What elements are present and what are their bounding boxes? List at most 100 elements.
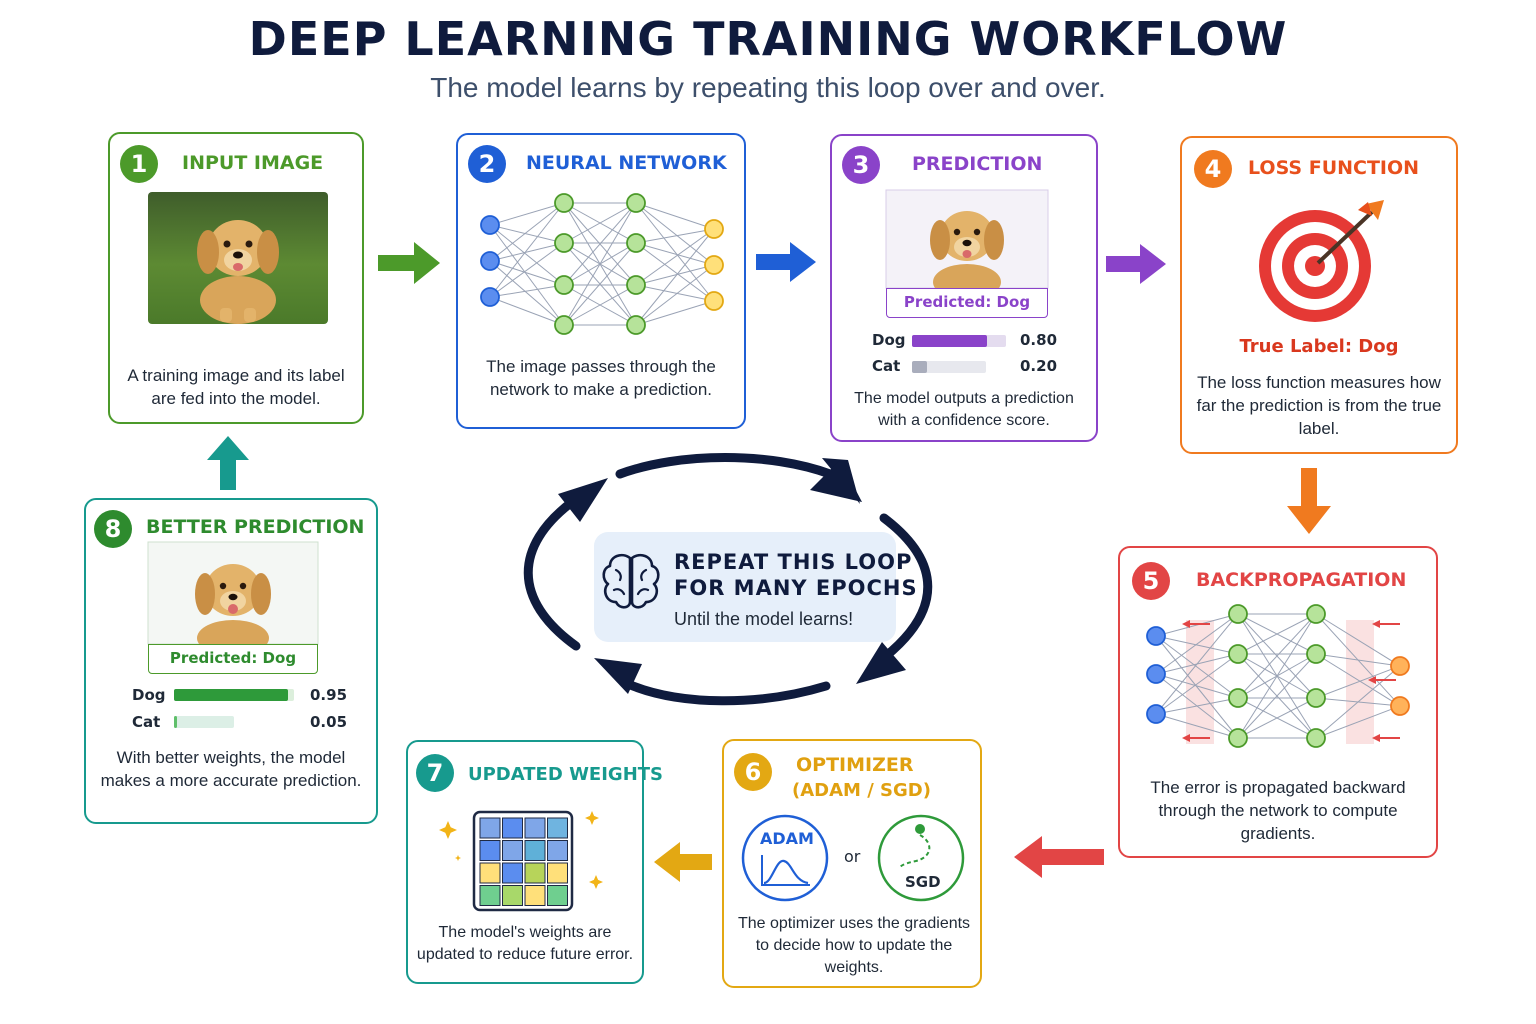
step-neural-network-card: 2 NEURAL NETWORK The image passes throug… (456, 133, 746, 429)
repeat-loop-arrows-icon (523, 453, 933, 706)
confidence-bar (174, 716, 234, 728)
arrow-right-icon (378, 242, 440, 284)
network-node (626, 315, 646, 335)
backward-arrow-head (1182, 620, 1190, 628)
step-backpropagation-card: 5 BACKPROPAGATION The error is propagate… (1118, 546, 1438, 858)
confidence-bar (912, 361, 986, 373)
step-title: LOSS FUNCTION (1248, 157, 1420, 179)
step-description: The model outputs a prediction with a co… (854, 390, 1074, 429)
dog-photo-image (885, 189, 1049, 300)
step-number-badge: 6 (734, 753, 772, 791)
step-title: PREDICTION (912, 153, 1043, 175)
loop-title-line1: REPEAT THIS LOOP (674, 550, 913, 574)
network-connection (1155, 653, 1239, 715)
network-connection (563, 242, 637, 326)
network-node (1390, 656, 1410, 676)
network-node (1228, 728, 1248, 748)
arrow-right-icon (756, 242, 816, 282)
weight-matrix-icon (439, 810, 603, 912)
network-connection (1155, 697, 1239, 715)
network-connection (489, 202, 565, 226)
network-node (1228, 688, 1248, 708)
network-connection (563, 284, 637, 326)
step-input-image-card: 1 INPUT IMAGE A training image and its l… (108, 132, 364, 424)
page-title: DEEP LEARNING TRAINING WORKFLOW (248, 12, 1288, 66)
score-label: Cat (872, 357, 901, 375)
sgd-optimizer-icon (877, 814, 965, 902)
step-title: INPUT IMAGE (182, 152, 324, 174)
target-icon (1259, 200, 1384, 322)
network-connection (635, 202, 715, 230)
network-connection (1315, 653, 1401, 667)
step-description: With better weights, the model makes a m… (100, 748, 362, 790)
weight-cell (524, 840, 546, 861)
network-node (626, 275, 646, 295)
weight-cell (547, 862, 568, 884)
true-label: True Label: Dog (1239, 336, 1399, 357)
network-connection (1237, 613, 1317, 739)
network-connection (635, 202, 715, 266)
step-description: The image passes through the network to … (486, 357, 716, 399)
backward-arrow-head (1372, 620, 1380, 628)
network-connection (489, 296, 565, 326)
neural-network-icon (480, 193, 724, 335)
predicted-label: Predicted: Dog (886, 288, 1048, 318)
network-connection (1155, 613, 1239, 715)
network-connection (489, 260, 565, 326)
network-connection (1237, 653, 1317, 739)
dog-photo-image (147, 541, 319, 656)
network-node (1306, 604, 1326, 624)
network-connection (635, 300, 715, 326)
confidence-bar-fill (174, 689, 288, 701)
score-value: 0.80 (1020, 331, 1058, 349)
sgd-label: SGD (905, 873, 941, 891)
step-description: The optimizer uses the gradients to deci… (737, 915, 971, 976)
step-loss-function-card: 4 LOSS FUNCTION True Label: Dog The loss… (1180, 136, 1458, 454)
network-node (1228, 644, 1248, 664)
network-connection (635, 264, 715, 286)
network-connection (489, 224, 565, 326)
step-number-badge: 2 (468, 145, 506, 183)
confidence-bar (912, 335, 1006, 347)
page-subtitle: The model learns by repeating this loop … (430, 72, 1106, 103)
score-value: 0.20 (1020, 357, 1058, 375)
network-node (1146, 704, 1166, 724)
network-connection (489, 202, 565, 262)
step-description: The loss function measures how far the p… (1196, 373, 1442, 438)
network-connection (489, 242, 565, 298)
network-connection (1315, 613, 1401, 667)
network-connection (1315, 653, 1401, 707)
step-description: The error is propagated backward through… (1150, 778, 1406, 843)
network-connection (1155, 613, 1239, 675)
step-number-badge: 5 (1132, 562, 1170, 600)
backpropagation-network-icon (1146, 604, 1410, 748)
network-connection (489, 224, 565, 286)
predicted-label: Predicted: Dog (148, 644, 318, 674)
sparkle-icon (439, 821, 457, 839)
step-optimizer-card: 6 OPTIMIZER (ADAM / SGD) ADAM or SGD The… (722, 739, 982, 988)
step-number-badge: 8 (94, 510, 132, 548)
step-prediction-card: 3 PREDICTION Predicted: Dog Dog 0.80 Cat… (830, 134, 1098, 442)
arrow-up-icon (207, 436, 249, 490)
network-connection (635, 228, 715, 286)
step-title: NEURAL NETWORK (526, 152, 727, 174)
network-connection (563, 202, 637, 286)
network-connection (1315, 665, 1401, 699)
network-connection (1155, 635, 1239, 739)
weight-cell (502, 817, 523, 839)
sparkle-icon (455, 855, 461, 861)
network-node (554, 233, 574, 253)
backward-arrow-head (1372, 734, 1380, 742)
network-connection (635, 242, 715, 266)
network-connection (1155, 713, 1239, 739)
loop-subtitle: Until the model learns! (674, 609, 854, 629)
loop-title-line2: FOR MANY EPOCHS (674, 576, 918, 600)
weight-cell (524, 885, 546, 906)
weight-cell (479, 885, 501, 906)
weight-cell (479, 817, 501, 839)
arrow-right-icon (1106, 244, 1166, 284)
dog-photo-image (148, 192, 328, 324)
network-node (1146, 626, 1166, 646)
network-connection (635, 228, 715, 244)
network-node (626, 233, 646, 253)
